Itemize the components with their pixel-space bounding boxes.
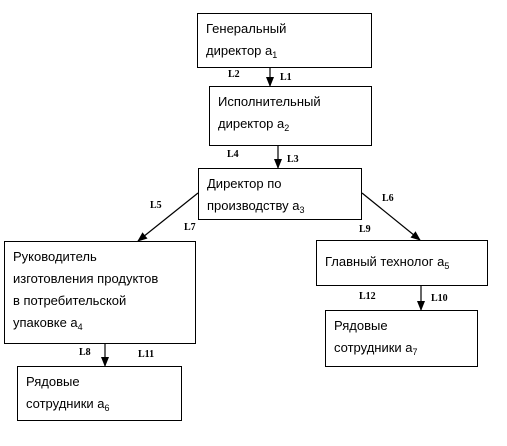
- node-a6: Рядовые сотрудники а6: [17, 366, 182, 421]
- link-label-L5: L5: [150, 200, 162, 211]
- link-label-L6: L6: [382, 193, 394, 204]
- node-a4-subscript: 4: [77, 322, 83, 332]
- link-label-L7: L7: [184, 222, 196, 233]
- node-a5-line-1: Главный технолог а: [325, 254, 445, 269]
- node-a5-subscript: 5: [444, 261, 450, 271]
- node-a7-subscript: 7: [412, 347, 418, 357]
- link-label-L10: L10: [431, 293, 448, 304]
- node-a4-line-3: в потребительской: [13, 293, 127, 308]
- link-label-L9: L9: [359, 224, 371, 235]
- node-a3-subscript: 3: [299, 205, 305, 215]
- node-a7-line-1: Рядовые: [334, 318, 388, 333]
- node-a6-line-2: сотрудники а: [26, 396, 105, 411]
- link-label-L4: L4: [227, 149, 239, 160]
- node-a2-line-1: Исполнительный: [218, 94, 321, 109]
- node-a5: Главный технолог а5: [316, 240, 488, 286]
- node-a1-line-1: Генеральный: [206, 21, 287, 36]
- node-a6-line-1: Рядовые: [26, 374, 80, 389]
- node-a3-line-1: Директор по: [207, 176, 282, 191]
- node-a1-subscript: 1: [272, 50, 278, 60]
- node-a4-line-4: упаковке а: [13, 315, 78, 330]
- link-label-L11: L11: [138, 349, 155, 360]
- node-a2-line-2: директор а: [218, 116, 285, 131]
- edge-a3-a4: [137, 192, 199, 242]
- node-a3: Директор по производству а3: [198, 168, 362, 220]
- link-label-L3: L3: [287, 154, 299, 165]
- node-a7-line-2: сотрудники а: [334, 340, 413, 355]
- node-a1-line-2: директор а: [206, 43, 273, 58]
- node-a4-line-2: изготовления продуктов: [13, 271, 159, 286]
- node-a2: Исполнительный директор а2: [209, 86, 372, 146]
- node-a4: Руководитель изготовления продуктов в по…: [4, 241, 196, 344]
- link-label-L1: L1: [280, 72, 292, 83]
- node-a1: Генеральный директор а1: [197, 13, 372, 68]
- node-a2-subscript: 2: [284, 123, 290, 133]
- edge-a3-a5: [361, 192, 421, 241]
- node-a6-subscript: 6: [104, 403, 110, 413]
- node-a3-line-2: производству а: [207, 198, 300, 213]
- node-a4-line-1: Руководитель: [13, 249, 97, 264]
- node-a7: Рядовые сотрудники а7: [325, 310, 478, 367]
- link-label-L2: L2: [228, 69, 240, 80]
- link-label-L12: L12: [359, 291, 376, 302]
- link-label-L8: L8: [79, 347, 91, 358]
